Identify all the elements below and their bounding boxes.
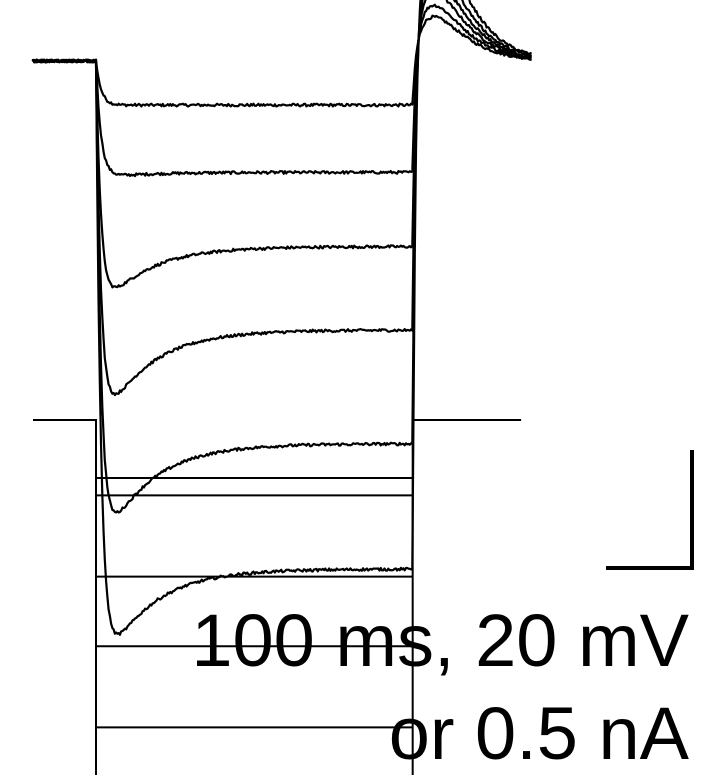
current-trace-4	[31, 0, 532, 397]
current-trace-6	[31, 0, 532, 636]
scale-bar-label-line-1: 100 ms, 20 mV	[191, 599, 689, 682]
scale-bar-lines	[606, 450, 694, 570]
current-trace-5	[31, 0, 532, 514]
scale-bar	[606, 450, 694, 570]
voltage-envelope	[33, 419, 522, 775]
current-trace-1	[31, 14, 532, 108]
current-trace-2	[31, 3, 532, 178]
current-traces	[31, 0, 532, 636]
current-trace-3	[31, 0, 532, 289]
scale-bar-label-line-2: or 0.5 nA	[388, 692, 689, 775]
voltage-step-protocol	[33, 419, 522, 775]
